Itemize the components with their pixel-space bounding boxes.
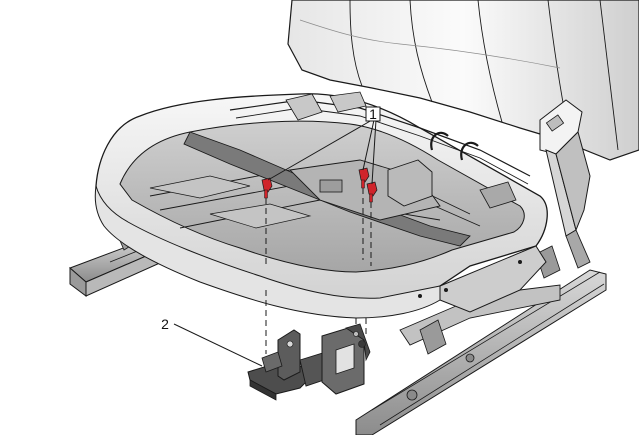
callout-2: 2 xyxy=(161,316,169,332)
callout-2-label: 2 xyxy=(161,316,169,332)
seat-cushion-mounting-fasteners xyxy=(261,167,378,203)
callout-1-label: 1 xyxy=(369,106,377,122)
seat-bracket-assembly xyxy=(247,323,371,401)
callout-1: 1 xyxy=(365,106,381,122)
seat-belt-buckle xyxy=(539,99,591,269)
seat-frame-internals xyxy=(149,91,531,298)
seat-cushion-frame xyxy=(94,93,548,319)
fastener-center xyxy=(358,167,370,189)
alignment-lines xyxy=(265,188,372,354)
leader-lines xyxy=(173,119,377,367)
